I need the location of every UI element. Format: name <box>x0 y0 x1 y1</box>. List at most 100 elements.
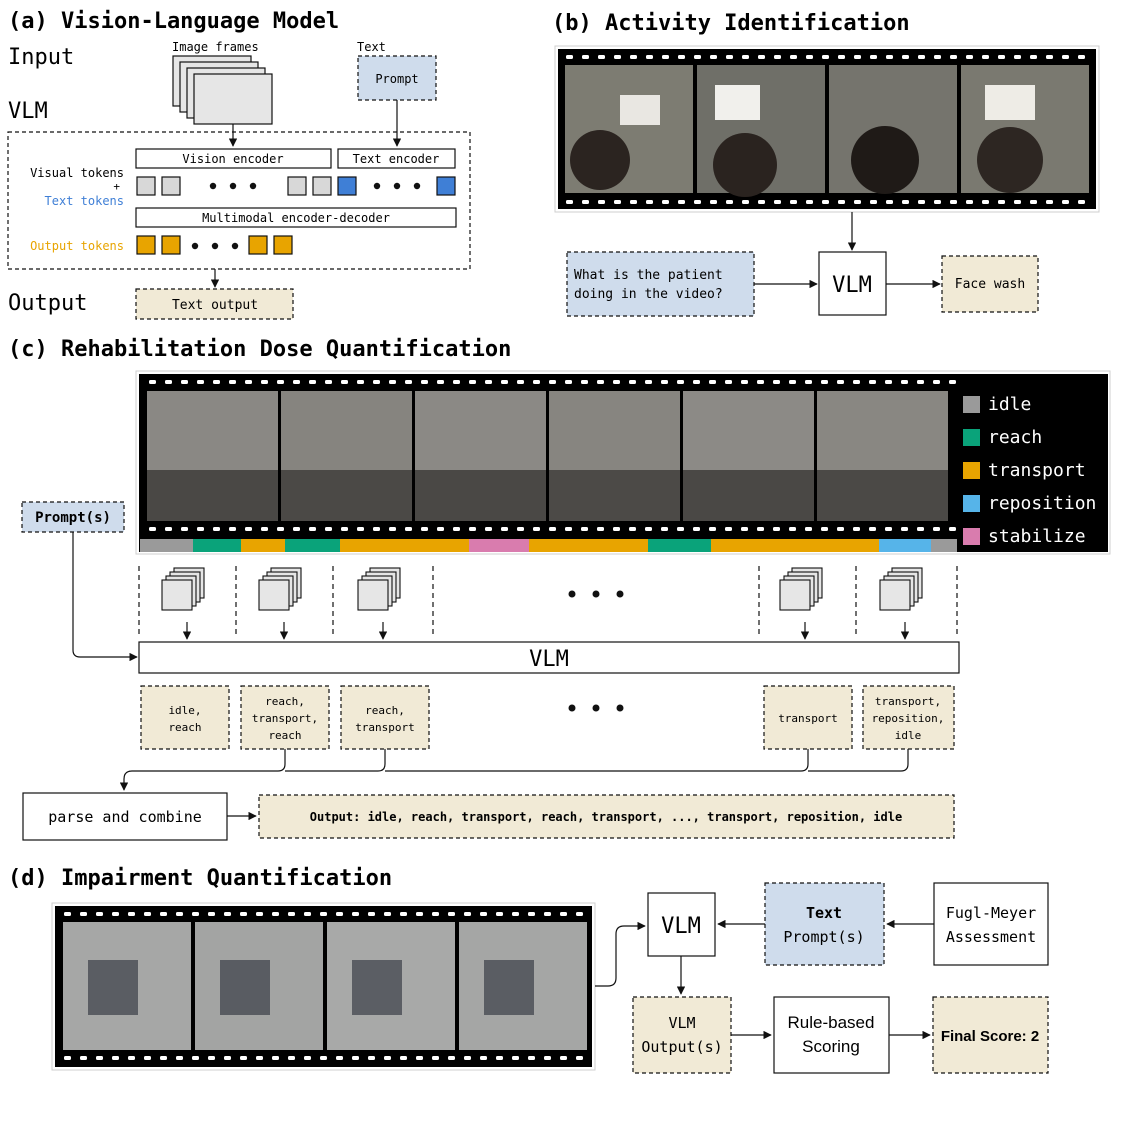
clip-output-box <box>862 685 955 750</box>
film-hole <box>272 912 279 916</box>
vlm-label-c: VLM <box>529 647 569 672</box>
film-hole <box>806 55 813 59</box>
film-hole <box>373 527 380 531</box>
film-hole <box>949 380 956 384</box>
film-hole <box>533 527 540 531</box>
film-hole <box>582 55 589 59</box>
film-hole <box>821 527 828 531</box>
film-hole <box>181 380 188 384</box>
prompts-label: Prompt(s) <box>35 510 111 526</box>
legend-transport: transport <box>988 460 1086 481</box>
video-frames-c <box>147 391 948 521</box>
film-hole <box>325 380 332 384</box>
film-hole <box>304 1056 311 1060</box>
output-tokens-label: Output tokens <box>30 239 124 253</box>
clip-frame-stacks <box>161 567 923 640</box>
clip-frame <box>258 579 290 611</box>
timeline-segment <box>340 539 469 552</box>
film-hole <box>96 912 103 916</box>
film-hole <box>950 200 957 204</box>
film-hole <box>662 200 669 204</box>
film-hole <box>886 200 893 204</box>
film-hole <box>725 380 732 384</box>
film-hole <box>389 380 396 384</box>
film-hole <box>982 200 989 204</box>
text-output-label: Text output <box>172 298 258 313</box>
film-hole <box>304 912 311 916</box>
film-hole <box>528 912 535 916</box>
output-token <box>136 235 156 255</box>
film-hole <box>869 380 876 384</box>
film-hole <box>160 912 167 916</box>
film-hole <box>613 527 620 531</box>
text-encoder-label: Text encoder <box>353 152 440 166</box>
fugl-meyer-box <box>933 882 1049 966</box>
film-hole <box>741 527 748 531</box>
film-hole <box>742 200 749 204</box>
film-hole <box>576 1056 583 1060</box>
film-hole <box>560 1056 567 1060</box>
film-hole <box>693 380 700 384</box>
film-hole <box>485 380 492 384</box>
film-hole <box>277 380 284 384</box>
vlm-box-b <box>818 251 887 316</box>
film-hole <box>982 55 989 59</box>
film-hole <box>629 380 636 384</box>
legend-idle: idle <box>988 394 1031 415</box>
film-hole <box>192 912 199 916</box>
film-hole <box>64 912 71 916</box>
vision-encoder-box <box>135 148 332 169</box>
film-hole <box>821 380 828 384</box>
film-hole <box>357 527 364 531</box>
film-hole <box>725 527 732 531</box>
vision-encoder-label: Vision encoder <box>182 152 283 166</box>
film-hole <box>581 527 588 531</box>
film-hole <box>453 380 460 384</box>
film-hole <box>933 380 940 384</box>
film-hole <box>934 55 941 59</box>
legend-swatch-reach <box>963 429 980 446</box>
film-hole <box>773 380 780 384</box>
film-hole <box>758 55 765 59</box>
film-hole <box>806 200 813 204</box>
film-hole <box>918 200 925 204</box>
film-hole <box>869 527 876 531</box>
film-hole <box>437 527 444 531</box>
film-hole <box>566 200 573 204</box>
prompts-box <box>21 501 125 533</box>
film-hole <box>64 1056 71 1060</box>
visual-tokens <box>136 176 332 196</box>
output-token <box>273 235 293 255</box>
panel-b: (b) Activity Identification What is the … <box>552 11 1100 317</box>
film-hole <box>309 380 316 384</box>
film-hole <box>512 1056 519 1060</box>
vlm-label-b: VLM <box>832 273 872 298</box>
film-hole <box>480 912 487 916</box>
text-prompts-line-2: Prompt(s) <box>783 928 864 946</box>
film-hole <box>464 1056 471 1060</box>
film-hole <box>645 527 652 531</box>
film-hole <box>757 527 764 531</box>
final-score-box <box>932 996 1049 1074</box>
film-hole <box>352 912 359 916</box>
film-hole <box>181 527 188 531</box>
film-hole <box>726 200 733 204</box>
film-hole <box>613 380 620 384</box>
film-hole <box>421 527 428 531</box>
film-hole <box>917 527 924 531</box>
film-hole <box>822 55 829 59</box>
clip-output-box <box>240 685 330 750</box>
visual-token <box>287 176 307 196</box>
film-holes-d <box>64 912 583 1060</box>
film-hole <box>661 527 668 531</box>
film-hole <box>998 55 1005 59</box>
clip-outputs: idle, reach reach, transport, reach reac… <box>140 685 955 750</box>
film-hole <box>581 380 588 384</box>
question-line-1: What is the patient <box>574 268 723 283</box>
film-hole <box>192 1056 199 1060</box>
film-hole <box>533 380 540 384</box>
film-hole <box>966 55 973 59</box>
film-hole <box>614 200 621 204</box>
film-hole <box>400 1056 407 1060</box>
legend: idle reach transport reposition stabiliz… <box>963 394 1096 547</box>
